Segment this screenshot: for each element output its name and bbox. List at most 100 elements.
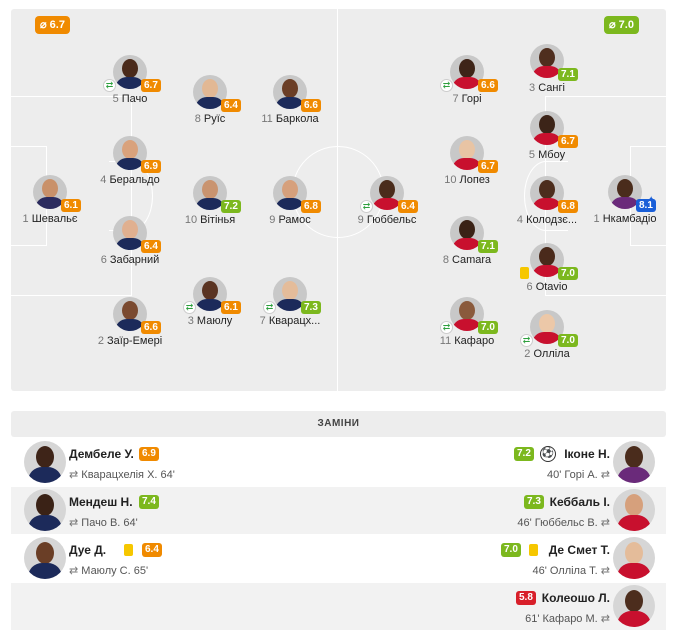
player-rating: 7.1 — [478, 240, 498, 253]
sub-player-out: 46' Олліла Т. ⇄ — [532, 565, 610, 577]
player-name: 10 Лопез — [444, 174, 490, 186]
player-home-11[interactable]: 6.6 11 Баркола — [245, 75, 335, 125]
player-home-1[interactable]: 6.1 1 Шевальє — [5, 175, 95, 225]
sub-player-name[interactable]: Колеошо Л. — [541, 591, 610, 605]
sub-player-name[interactable]: Іконе Н. — [564, 447, 610, 461]
player-name: 5 Пачо — [112, 93, 148, 105]
sub-player-photo[interactable] — [24, 441, 66, 483]
yellow-card-icon — [520, 267, 529, 279]
player-rating: 6.6 — [141, 321, 161, 334]
sub-player-rating: 7.4 — [139, 495, 159, 509]
sub-player-photo[interactable] — [24, 537, 66, 579]
player-rating: 7.2 — [221, 200, 241, 213]
substitution-row: Дембеле У. 6.9 ⇄ Кварацхелія Х. 64' 7.2 … — [11, 439, 666, 486]
player-photo — [530, 176, 564, 210]
player-rating: 8.1 — [636, 199, 656, 212]
player-name: 9 Рамос — [269, 214, 311, 226]
sub-player-rating: 6.9 — [139, 447, 159, 461]
player-rating: 7.1 — [558, 68, 578, 81]
player-away-6[interactable]: 7.0 6 Otavio — [502, 243, 592, 293]
player-home-8[interactable]: 6.4 8 Руїс — [165, 75, 255, 125]
player-away-4[interactable]: 6.8 4 Колодзє... — [502, 176, 592, 226]
sub-player-rating: 7.0 — [501, 543, 521, 557]
player-name: 6 Otavio — [526, 281, 568, 293]
player-name: 6 Забарний — [100, 254, 160, 266]
substitution-row: 5.8 Колеошо Л. 61' Кафаро М. ⇄ — [11, 583, 666, 630]
away-average-rating: ⌀ 7.0 — [604, 16, 639, 34]
substitution-row: Мендеш Н. 7.4 ⇄ Пачо В. 64' 7.3 Кеббаль … — [11, 487, 666, 534]
player-name: 5 Мбоу — [528, 149, 566, 161]
player-away-2[interactable]: ⇄ 7.0 2 Олліла — [502, 310, 592, 360]
player-photo — [113, 216, 147, 250]
player-home-3[interactable]: ⇄ 6.1 3 Маюлу — [165, 277, 255, 327]
substitution-icon: ⇄ — [600, 565, 610, 577]
player-rating: 6.1 — [61, 199, 81, 212]
player-away-9[interactable]: ⇄ 6.4 9 Гюббельс — [342, 176, 432, 226]
player-away-5[interactable]: 6.7 5 Мбоу — [502, 111, 592, 161]
sub-player-photo[interactable] — [24, 489, 66, 531]
sub-player-out: 61' Кафаро М. ⇄ — [525, 613, 610, 625]
sub-player-out: ⇄ Пачо В. 64' — [69, 517, 138, 529]
player-rating: 6.9 — [141, 160, 161, 173]
substitution-icon: ⇄ — [600, 517, 610, 529]
substitution-icon: ⇄ — [520, 334, 533, 347]
substitution-icon: ⇄ — [600, 469, 610, 481]
sub-player-name[interactable]: Дуе Д. — [69, 543, 107, 557]
substitutions-header: ЗАМІНИ — [11, 411, 666, 437]
sub-player-photo[interactable] — [613, 537, 655, 579]
substitution-icon: ⇄ — [183, 301, 196, 314]
player-photo — [450, 55, 484, 89]
substitution-icon: ⇄ — [103, 79, 116, 92]
player-rating: 6.4 — [141, 240, 161, 253]
player-home-10[interactable]: 7.2 10 Вітінья — [165, 176, 255, 226]
player-home-2[interactable]: 6.6 2 Заїр-Емері — [85, 297, 175, 347]
player-rating: 7.0 — [558, 267, 578, 280]
player-rating: 6.4 — [221, 99, 241, 112]
player-rating: 6.7 — [478, 160, 498, 173]
player-home-7[interactable]: ⇄ 7.3 7 Кварацх... — [245, 277, 335, 327]
player-name: 4 Колодзє... — [516, 214, 578, 226]
sub-player-photo[interactable] — [613, 585, 655, 627]
player-away-3[interactable]: 7.1 3 Сангі — [502, 44, 592, 94]
player-name: 7 Горі — [452, 93, 482, 105]
sub-player-photo[interactable] — [613, 441, 655, 483]
sub-player-name[interactable]: Дембеле У. — [69, 447, 134, 461]
yellow-card-icon — [124, 544, 133, 556]
player-photo — [193, 176, 227, 210]
yellow-card-icon — [529, 544, 538, 556]
sub-player-name[interactable]: Мендеш Н. — [69, 495, 133, 509]
substitution-icon: ⇄ — [69, 517, 79, 529]
player-away-8[interactable]: 7.1 8 Camara — [422, 216, 512, 266]
sub-player-photo[interactable] — [613, 489, 655, 531]
player-photo — [608, 175, 642, 209]
player-rating: 6.1 — [221, 301, 241, 314]
player-name: 11 Кафаро — [439, 335, 495, 347]
player-name: 7 Кварацх... — [259, 315, 321, 327]
player-away-11[interactable]: ⇄ 7.0 11 Кафаро — [422, 297, 512, 347]
substitution-icon: ⇄ — [440, 321, 453, 334]
player-away-7[interactable]: ⇄ 6.6 7 Горі — [422, 55, 512, 105]
player-name: 1 Нкамбадіо — [593, 213, 657, 225]
player-away-1[interactable]: 8.1 ✦ 1 Нкамбадіо — [580, 175, 670, 225]
sub-player-out: 46' Гюббельс В. ⇄ — [517, 517, 610, 529]
sub-player-rating: 7.3 — [524, 495, 544, 509]
player-home-5[interactable]: ⇄ 6.7 5 Пачо — [85, 55, 175, 105]
sub-player-rating: 6.4 — [142, 543, 162, 557]
sub-player-name[interactable]: Де Смет Т. — [548, 543, 610, 557]
player-rating: 7.3 — [301, 301, 321, 314]
sub-player-out: 40' Горі А. ⇄ — [546, 469, 610, 481]
substitution-icon: ⇄ — [69, 469, 79, 481]
player-name: 9 Гюббельс — [357, 214, 417, 226]
sub-player-rating: 7.2 — [514, 447, 534, 461]
player-home-6[interactable]: 6.4 6 Забарний — [85, 216, 175, 266]
player-name: 1 Шевальє — [22, 213, 78, 225]
substitution-icon: ⇄ — [360, 200, 373, 213]
substitution-icon: ⇄ — [600, 613, 610, 625]
player-rating: 6.6 — [478, 79, 498, 92]
sub-player-name[interactable]: Кеббаль І. — [549, 495, 610, 509]
player-home-4[interactable]: 6.9 4 Беральдо — [85, 136, 175, 186]
player-rating: 7.0 — [558, 334, 578, 347]
player-home-9[interactable]: 6.8 9 Рамос — [245, 176, 335, 226]
player-away-10[interactable]: 6.7 10 Лопез — [422, 136, 512, 186]
sub-player-out: ⇄ Маюлу С. 65' — [69, 565, 149, 577]
